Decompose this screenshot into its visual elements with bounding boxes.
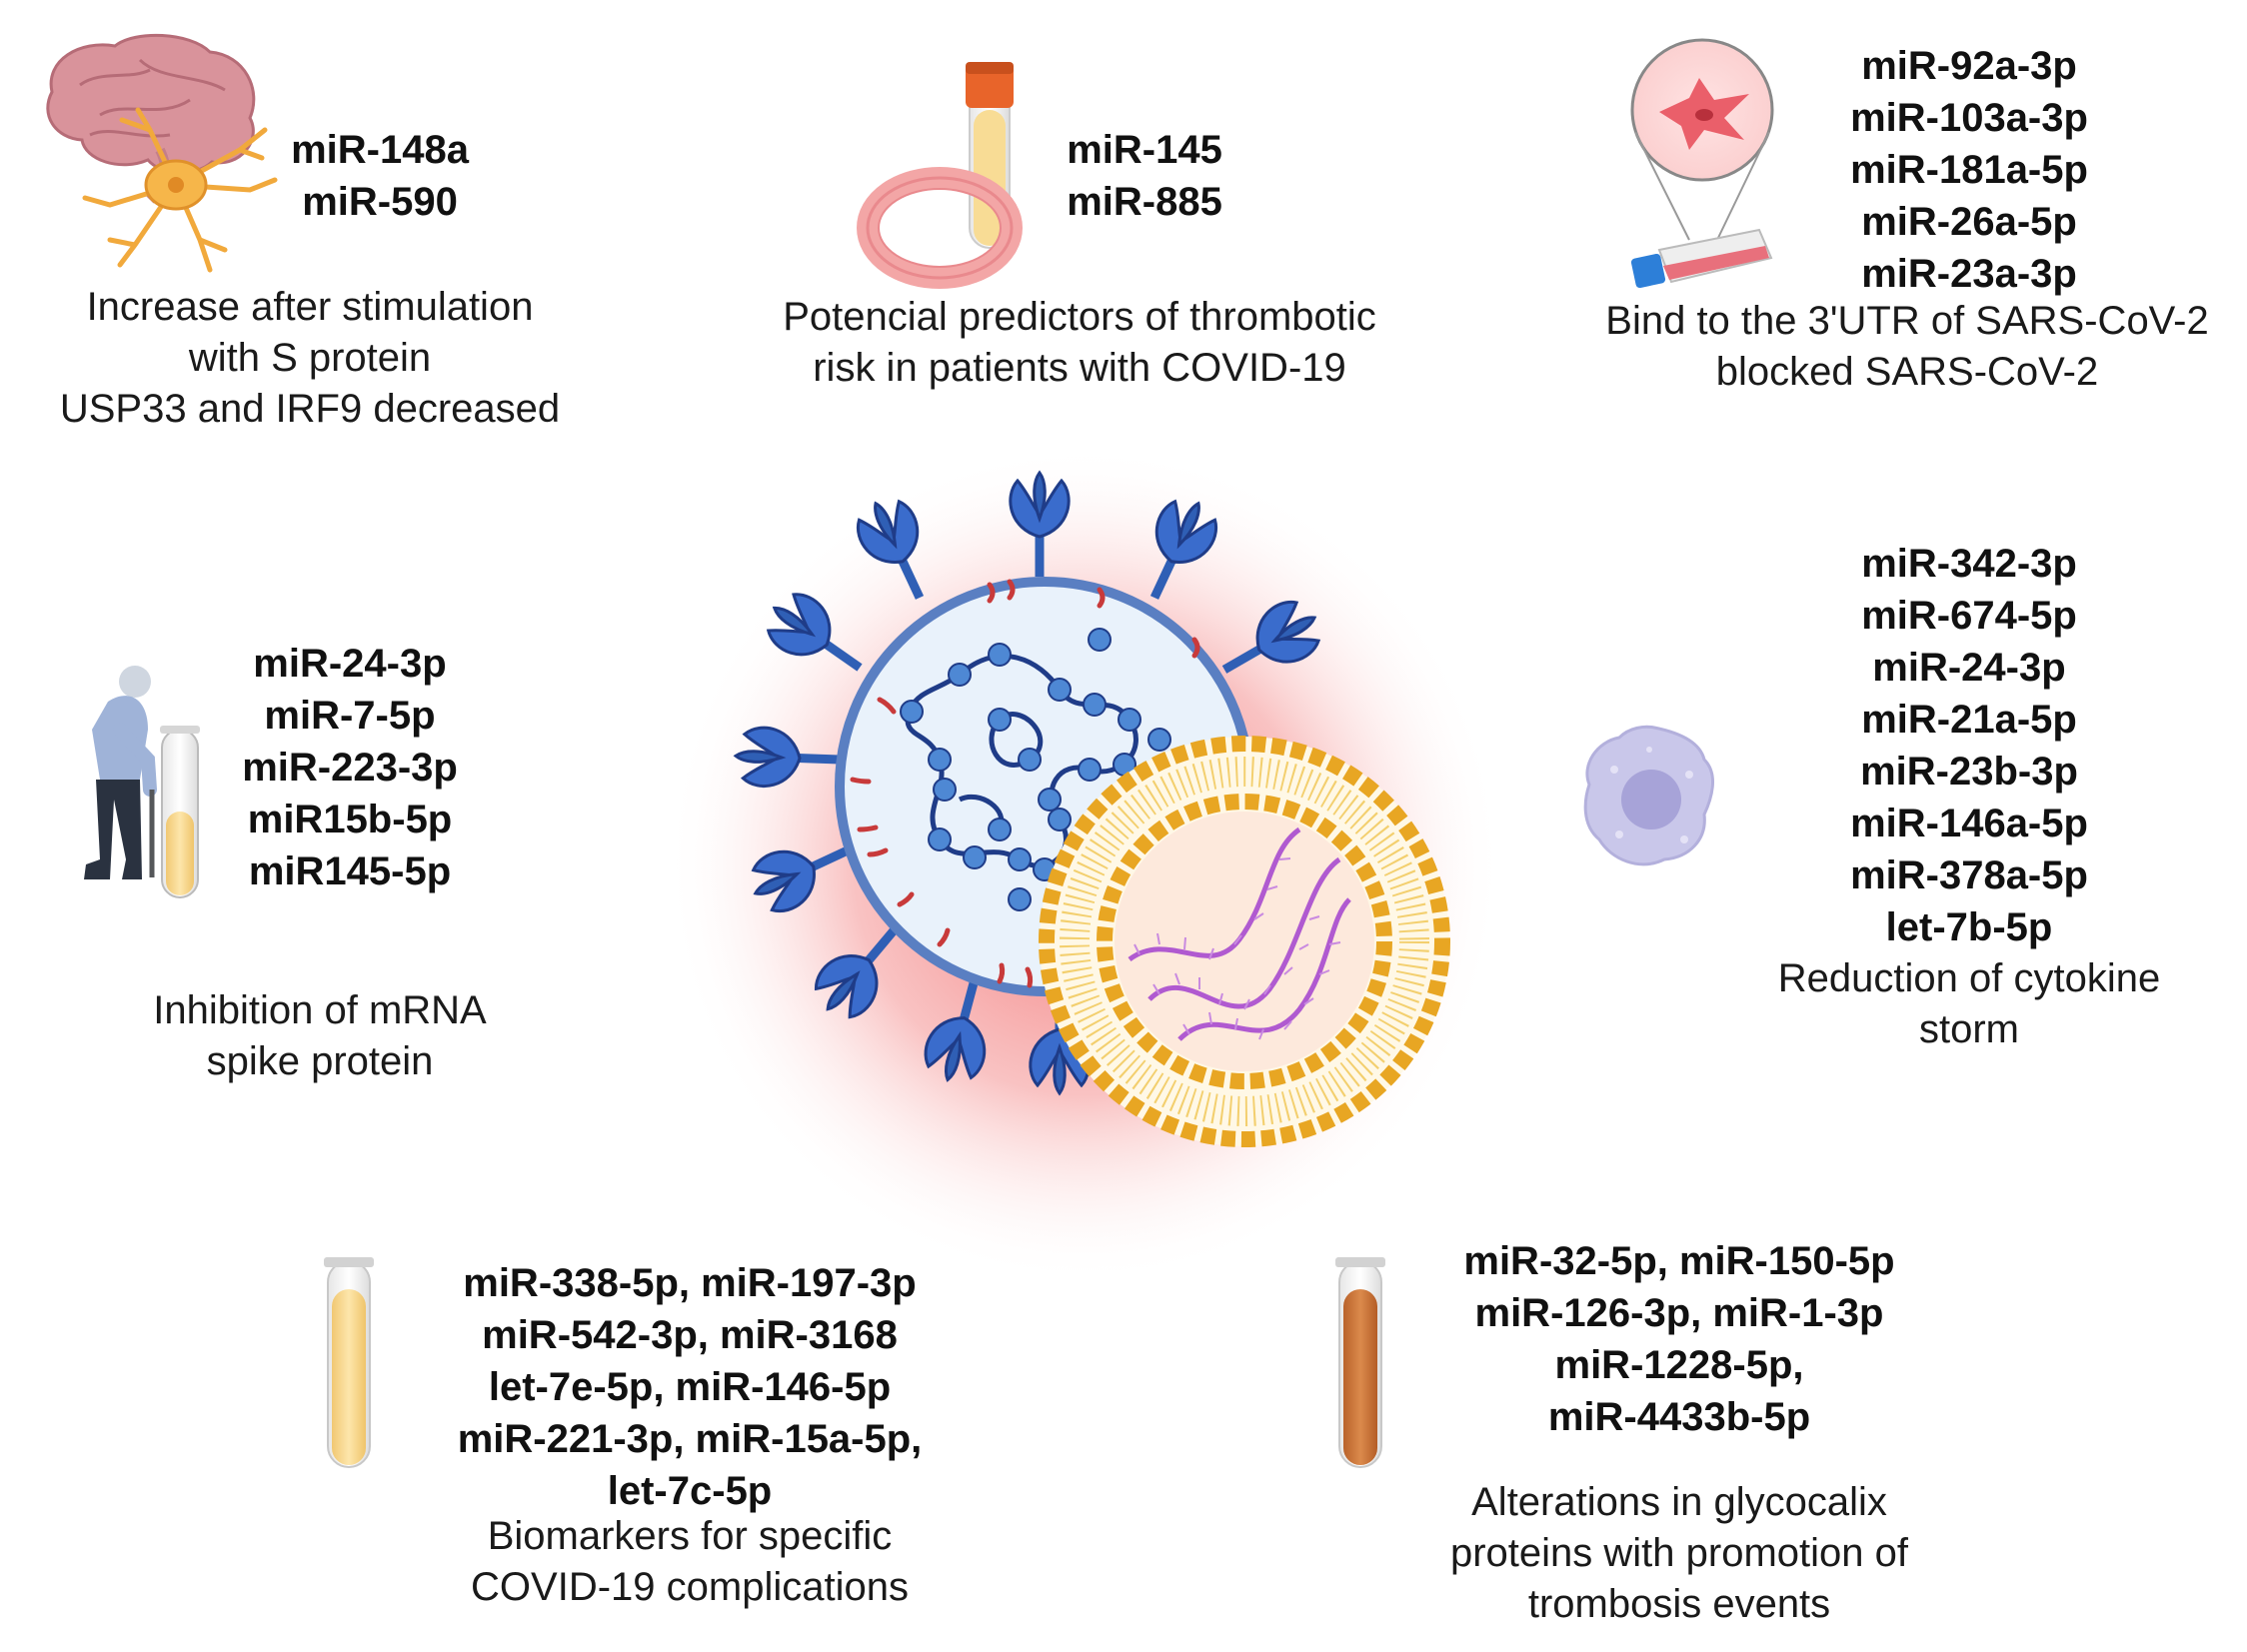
mirna-label: let-7c-5p [607, 1469, 773, 1513]
mirna-label: miR-148a [291, 128, 469, 172]
description-line: Increase after stimulation [86, 285, 534, 329]
immune-cell-description: Reduction of cytokine storm [1739, 953, 2199, 1055]
mirna-label: let-7b-5p [1885, 905, 2053, 949]
mirna-label: miR-21a-5p [1861, 698, 2077, 742]
elderly-mirna-list: miR-24-3p miR-7-5p miR-223-3p miR15b-5p … [215, 638, 485, 897]
mirna-label: miR-7-5p [264, 694, 436, 738]
description-line: Potencial predictors of thrombotic [783, 295, 1376, 339]
blood-tube-icon [1335, 1257, 1385, 1468]
elderly-description: Inhibition of mRNA spike protein [110, 985, 530, 1087]
mirna-label: let-7e-5p, miR-146-5p [488, 1365, 892, 1409]
description-line: Alterations in glycocalix [1471, 1480, 1887, 1524]
description-line: proteins with promotion of [1449, 1531, 1908, 1575]
mirna-label: miR-885 [1067, 180, 1222, 224]
mirna-label: miR145-5p [248, 849, 452, 893]
description-line: Reduction of cytokine [1777, 956, 2161, 1000]
description-line: blocked SARS-CoV-2 [1715, 350, 2099, 394]
blood-vessel-tube-icon [857, 62, 1023, 289]
lipid-nanoparticle-icon [1039, 736, 1450, 1147]
description-line: spike protein [206, 1039, 434, 1083]
mirna-label: miR-342-3p [1861, 542, 2077, 586]
thrombotic-mirna-list: miR-145 miR-885 [1035, 124, 1254, 228]
description-line: with S protein [188, 336, 432, 380]
mirna-label: miR-542-3p, miR-3168 [482, 1313, 898, 1357]
description-line: Inhibition of mRNA [153, 988, 487, 1032]
mirna-label: miR-181a-5p [1850, 148, 2088, 192]
mirna-label: miR-378a-5p [1850, 853, 2088, 897]
biomarkers-description: Biomarkers for specific COVID-19 complic… [400, 1511, 980, 1613]
description-line: storm [1919, 1007, 2019, 1051]
mirna-label: miR-674-5p [1861, 594, 2077, 638]
description-line: COVID-19 complications [471, 1565, 909, 1609]
cell-culture-mirna-list: miR-92a-3p miR-103a-3p miR-181a-5p miR-2… [1814, 40, 2124, 300]
mirna-label: miR-24-3p [1872, 646, 2066, 690]
mirna-label: miR-338-5p, miR-197-3p [463, 1261, 917, 1305]
thrombotic-description: Potencial predictors of thrombotic risk … [700, 292, 1459, 394]
elderly-person-icon [84, 666, 157, 879]
mirna-label: miR-4433b-5p [1547, 1395, 1811, 1439]
biomarkers-mirna-list: miR-338-5p, miR-197-3p miR-542-3p, miR-3… [400, 1257, 980, 1517]
glycocalix-mirna-list: miR-32-5p, miR-150-5p miR-126-3p, miR-1-… [1389, 1235, 1969, 1443]
mirna-label: miR-26a-5p [1861, 200, 2077, 244]
cell-culture-description: Bind to the 3'UTR of SARS-CoV-2 blocked … [1569, 296, 2245, 398]
plasma-tube-icon [160, 726, 200, 898]
mirna-label: miR-103a-3p [1850, 96, 2088, 140]
description-line: Biomarkers for specific [487, 1514, 893, 1558]
mirna-label: miR-23a-3p [1861, 252, 2077, 296]
cell-culture-flask-icon [1630, 38, 1774, 289]
mirna-label: miR-32-5p, miR-150-5p [1463, 1239, 1895, 1283]
neuron-mirna-list: miR-148a miR-590 [270, 124, 490, 228]
neuron-description: Increase after stimulation with S protei… [20, 282, 600, 435]
immune-cell-icon [1583, 725, 1714, 866]
mirna-label: miR-145 [1067, 128, 1222, 172]
mirna-label: miR15b-5p [247, 798, 453, 841]
brain-neuron-icon [46, 33, 278, 273]
serum-tube-icon [324, 1257, 374, 1468]
mirna-label: miR-1228-5p, [1554, 1343, 1804, 1387]
mirna-label: miR-24-3p [253, 642, 447, 686]
immune-cell-mirna-list: miR-342-3p miR-674-5p miR-24-3p miR-21a-… [1809, 538, 2129, 953]
mirna-label: miR-221-3p, miR-15a-5p, [457, 1417, 923, 1461]
description-line: USP33 and IRF9 decreased [59, 387, 561, 431]
mirna-label: miR-223-3p [242, 746, 458, 790]
description-line: Bind to the 3'UTR of SARS-CoV-2 [1605, 299, 2209, 343]
mirna-label: miR-23b-3p [1860, 750, 2078, 794]
description-line: risk in patients with COVID-19 [813, 346, 1346, 390]
mirna-label: miR-92a-3p [1861, 44, 2077, 88]
glycocalix-description: Alterations in glycocalix proteins with … [1379, 1477, 1979, 1630]
mirna-label: miR-146a-5p [1850, 802, 2088, 845]
mirna-label: miR-590 [302, 180, 458, 224]
description-line: trombosis events [1527, 1582, 1831, 1626]
mirna-label: miR-126-3p, miR-1-3p [1474, 1291, 1884, 1335]
